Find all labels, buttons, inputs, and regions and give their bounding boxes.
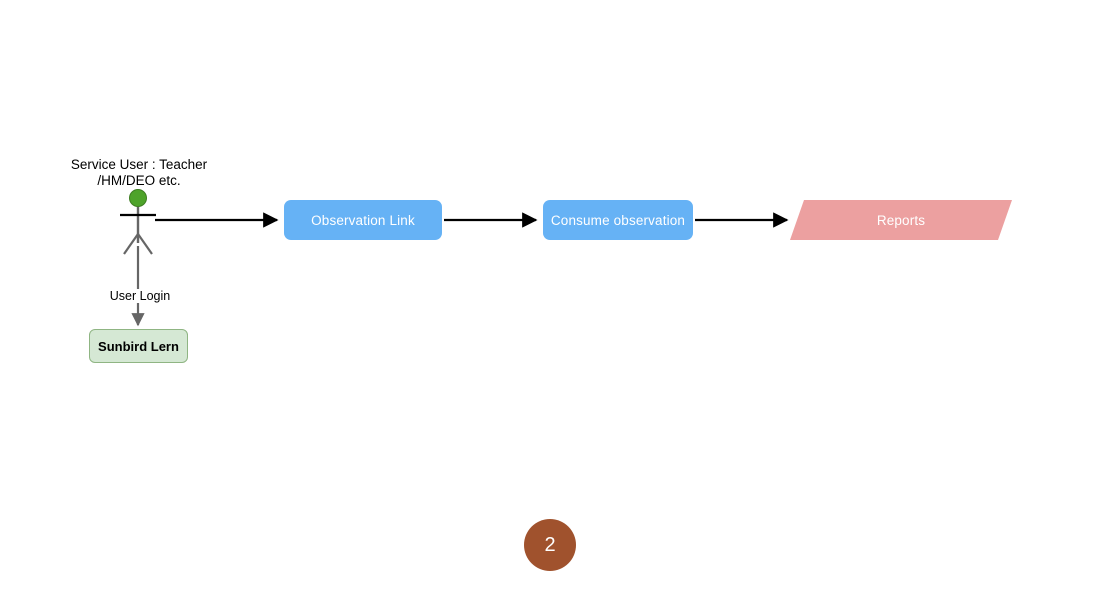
node-consume-observation-label: Consume observation bbox=[550, 212, 686, 228]
page-number-badge: 2 bbox=[524, 519, 576, 571]
node-sunbird-lern[interactable]: Sunbird Lern bbox=[89, 329, 188, 363]
node-observation-link[interactable]: Observation Link bbox=[284, 200, 442, 240]
node-sunbird-lern-label: Sunbird Lern bbox=[98, 338, 179, 354]
service-user-label: Service User : Teacher /HM/DEO etc. bbox=[70, 157, 208, 188]
service-user-actor-figure bbox=[120, 189, 156, 255]
edge-label-user-login: User Login bbox=[92, 289, 188, 303]
node-observation-link-label: Observation Link bbox=[311, 212, 415, 228]
page-number-badge-label: 2 bbox=[544, 533, 556, 556]
node-consume-observation[interactable]: Consume observation bbox=[543, 200, 693, 240]
reports-parallelogram bbox=[790, 200, 1012, 240]
